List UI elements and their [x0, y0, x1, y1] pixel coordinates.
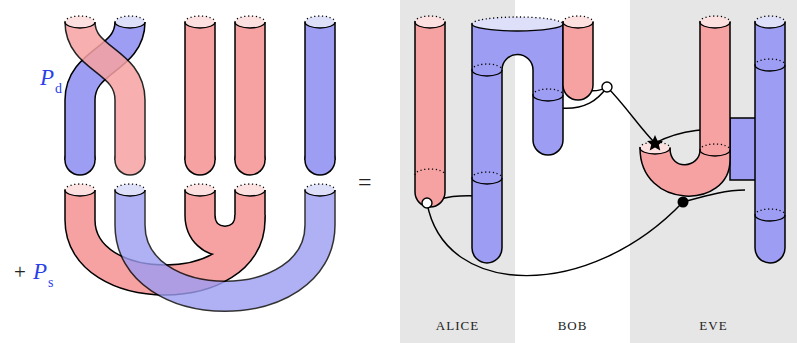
eve-tubes — [640, 16, 785, 263]
party-name: BOB — [558, 318, 588, 343]
cup-tubes — [65, 184, 335, 296]
party-name: EVE — [699, 318, 727, 343]
projector-symbol: P — [40, 66, 54, 89]
alice-tubes — [415, 16, 563, 263]
spider-dots — [422, 82, 689, 208]
swap-tubes — [64, 16, 336, 176]
equals-sign: = — [358, 170, 372, 194]
projector-subscript: s — [48, 276, 53, 290]
projector-subscript: d — [55, 82, 62, 96]
plus-sign: + — [14, 262, 26, 283]
bob-tubes — [563, 16, 593, 100]
projector-symbol: P — [33, 260, 47, 283]
party-name: ALICE — [436, 318, 479, 343]
